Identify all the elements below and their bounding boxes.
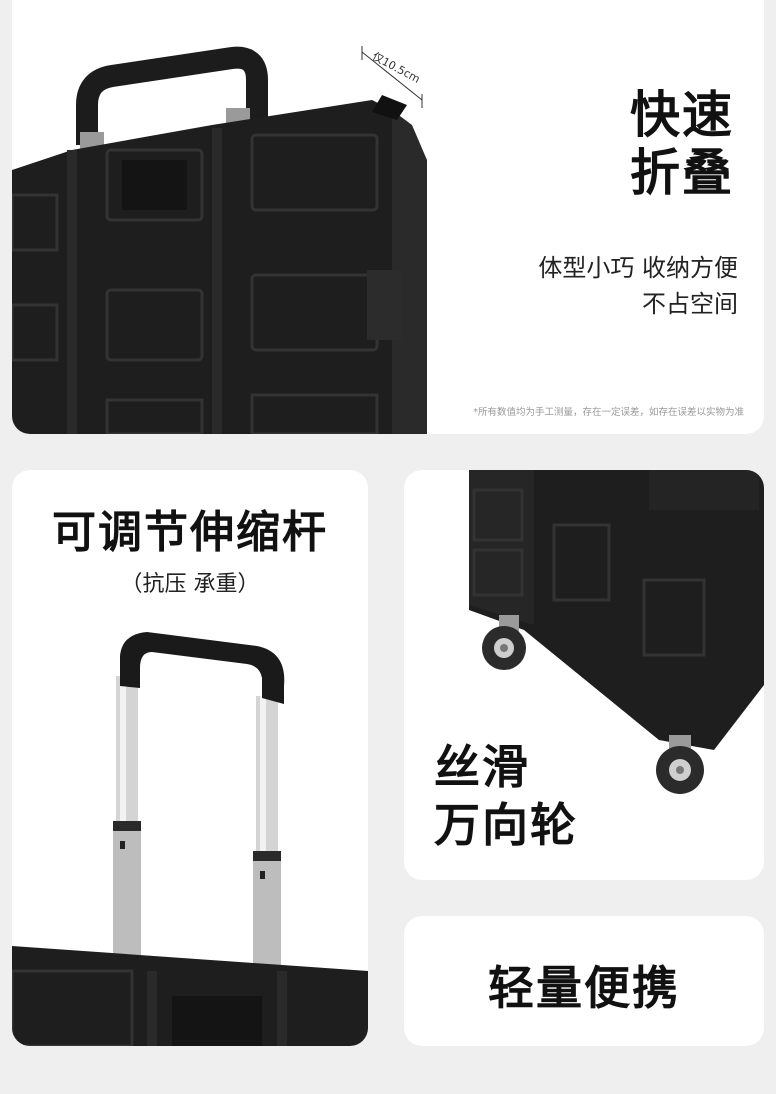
feature-title-line: 丝滑 — [434, 740, 530, 794]
feature-description-line: 体型小巧 收纳方便 — [538, 254, 738, 282]
feature-title: 轻量便携 — [488, 961, 680, 1015]
feature-title: 丝滑 万向轮 — [434, 738, 634, 854]
feature-subtitle: （抗压 承重） — [120, 572, 260, 597]
feature-description-line: 不占空间 — [642, 290, 738, 318]
telescopic-handle-image — [12, 632, 368, 1046]
lightweight-card: 轻量便携 — [404, 916, 764, 1046]
feature-title: 快速 折叠 — [584, 86, 734, 202]
feature-title-line: 万向轮 — [434, 798, 578, 852]
swivel-wheels-image — [469, 470, 764, 794]
feature-title: 可调节伸缩杆 — [52, 507, 328, 558]
measurement-note: *所有数值均为手工测量，存在一定误差，如存在误差以实物为准 — [473, 407, 744, 418]
folding-feature-card: 仅10.5cm 快速 折叠 体型小巧 收纳方便 不占空间 *所有数值均为手工测量… — [12, 0, 764, 434]
folded-cart-image — [12, 46, 427, 434]
feature-description: 体型小巧 收纳方便 不占空间 — [438, 250, 738, 322]
feature-title-line: 折叠 — [630, 144, 734, 202]
telescopic-handle-card: 可调节伸缩杆 （抗压 承重） — [12, 470, 368, 1046]
swivel-wheels-card: 丝滑 万向轮 — [404, 470, 764, 880]
feature-title-line: 快速 — [630, 86, 734, 144]
